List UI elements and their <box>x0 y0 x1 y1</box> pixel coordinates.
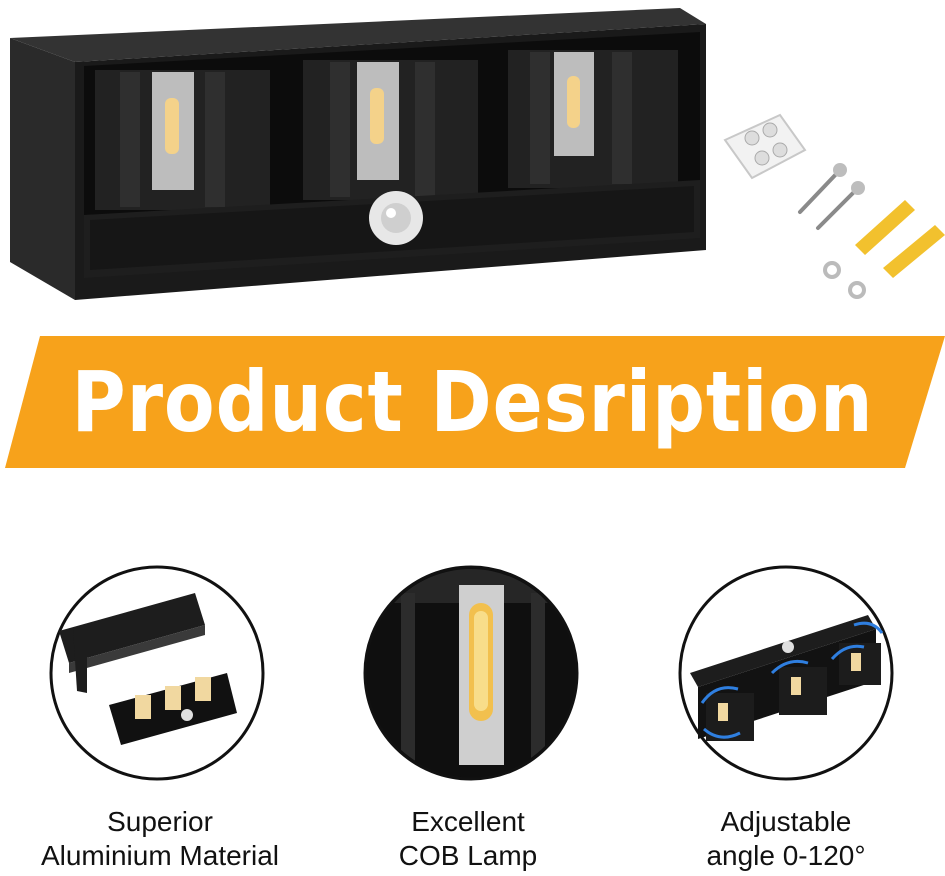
motion-sensor <box>369 191 423 245</box>
led-panel <box>554 52 594 156</box>
screw-icon <box>798 168 860 230</box>
adjustable-angle-icon <box>678 565 894 781</box>
led-panel <box>357 62 399 180</box>
led-panel <box>152 72 194 190</box>
wall-anchor-icon <box>855 200 945 278</box>
feature-label-aluminium: Superior Aluminium Material <box>40 806 280 871</box>
feature-label-cob-lamp: Excellent COB Lamp <box>398 806 538 871</box>
feature-label-adjustable: Adjustable angle 0-120° <box>706 806 866 871</box>
wall-light-housing <box>10 8 706 300</box>
cob-lamp-icon <box>363 565 579 781</box>
terminal-block-icon <box>723 113 807 180</box>
aluminium-housing-icon <box>49 565 265 781</box>
washer-icon <box>823 261 866 299</box>
mounting-accessories <box>723 113 945 299</box>
title-banner <box>5 336 945 468</box>
banner-title: Product Desription <box>71 353 874 451</box>
product-hero-image <box>10 8 945 300</box>
